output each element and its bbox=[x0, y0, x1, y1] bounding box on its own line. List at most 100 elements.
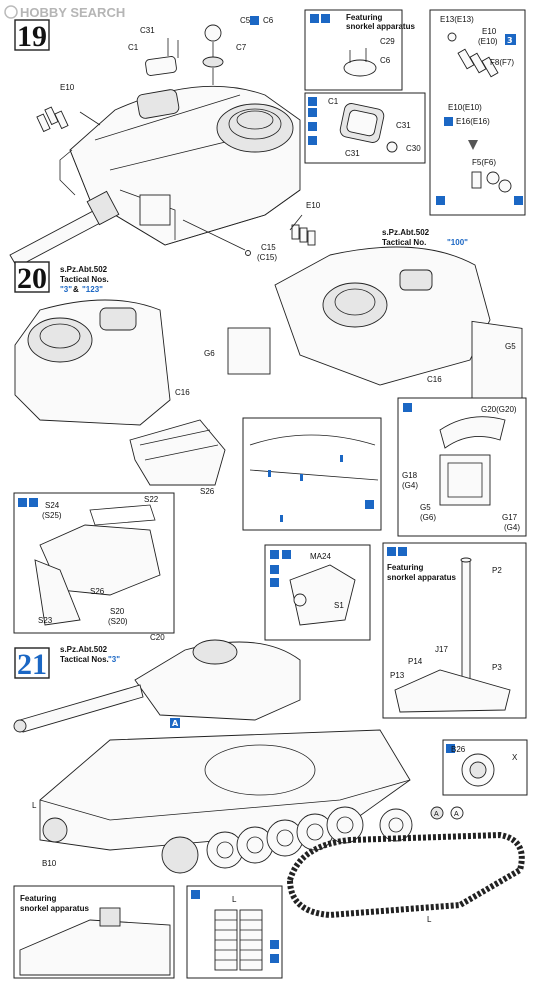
track-drawing bbox=[286, 831, 525, 919]
road-wheels-drawing bbox=[42, 806, 413, 874]
step-20-unit: s.Pz.Abt.502 bbox=[60, 265, 108, 274]
step-20-number: 20 bbox=[17, 262, 47, 295]
label-c6-snorkel: C6 bbox=[380, 56, 391, 65]
label-x: X bbox=[512, 753, 518, 762]
label-c31-inset-a: C31 bbox=[396, 121, 411, 130]
label-s26-20: S26 bbox=[200, 487, 215, 496]
svg-text:3: 3 bbox=[507, 36, 513, 45]
tac100-number: "100" bbox=[447, 238, 468, 247]
step-21-number: 21 bbox=[17, 648, 47, 681]
rear-smoke-launcher-drawing bbox=[291, 224, 316, 246]
label-c1-inset: C1 bbox=[328, 97, 339, 106]
turret-side-inset bbox=[242, 417, 382, 531]
mantlet-drawing bbox=[129, 419, 226, 486]
label-g4-a: (G4) bbox=[402, 481, 418, 490]
label-s26-box: S26 bbox=[90, 587, 105, 596]
stowage-box: G20(G20) G18 (G4) G5 (G6) G17 (G4) bbox=[397, 397, 527, 537]
step-21: 21 s.Pz.Abt.502 Tactical Nos. "3" C20 A bbox=[13, 633, 525, 924]
snorkel-tube-title-line2: snorkel apparatus bbox=[387, 573, 456, 582]
label-p13: P13 bbox=[390, 671, 405, 680]
label-e13: E13(E13) bbox=[440, 15, 474, 24]
label-l-left: L bbox=[32, 801, 37, 810]
label-e10-right: E10 bbox=[306, 201, 321, 210]
label-c30-inset: C30 bbox=[406, 144, 421, 153]
snorkel-detail-box: Featuring snorkel apparatus C29 C6 bbox=[304, 9, 415, 91]
label-c29: C29 bbox=[380, 37, 395, 46]
step-20-tactical-a: "3" bbox=[60, 285, 72, 294]
label-e16: E16(E16) bbox=[456, 117, 490, 126]
label-f8: F8(F7) bbox=[490, 58, 514, 67]
mantlet-box: S24 (S25) S22 S26 S23 S20 (S20) bbox=[13, 492, 175, 634]
label-c15: C15 bbox=[261, 243, 276, 252]
label-s20-alt: (S20) bbox=[108, 617, 128, 626]
label-p2: P2 bbox=[492, 566, 502, 575]
track-links-box: L bbox=[186, 885, 283, 979]
smoke-launcher-box: E13(E13) E10 (E10) 3 F8(F7) E10(E10) E16… bbox=[429, 9, 526, 216]
step-19-number: 19 bbox=[17, 20, 47, 53]
step-21-tactical-a: "3" bbox=[108, 655, 120, 664]
bottom-snorkel-title-line2: snorkel apparatus bbox=[20, 904, 89, 913]
hobby-search-watermark: HOBBY SEARCH bbox=[4, 5, 125, 20]
label-c31-inset-b: C31 bbox=[345, 149, 360, 158]
part-c5-drawing bbox=[204, 24, 222, 42]
watermark-logo-icon bbox=[4, 5, 18, 19]
step-3-badge bbox=[505, 34, 516, 45]
gun-barrel-drawing bbox=[9, 209, 103, 268]
loader-hatch-drawing bbox=[136, 89, 180, 119]
step-20: 20 s.Pz.Abt.502 Tactical Nos. "3" & "123… bbox=[14, 261, 226, 496]
label-s1: S1 bbox=[334, 601, 344, 610]
label-s23: S23 bbox=[38, 616, 53, 625]
label-c20: C20 bbox=[150, 633, 165, 642]
snorkel-title-line2: snorkel apparatus bbox=[346, 22, 415, 31]
snorkel-tube-box: Featuring snorkel apparatus P2 J17 P14 P… bbox=[382, 542, 527, 719]
label-c1: C1 bbox=[128, 43, 139, 52]
step-20-tactical: Tactical Nos. bbox=[60, 275, 109, 284]
label-c7: C7 bbox=[236, 43, 247, 52]
svg-text:A: A bbox=[172, 719, 179, 728]
label-s25: (S25) bbox=[42, 511, 62, 520]
label-e10-box: E10 bbox=[482, 27, 497, 36]
label-p3: P3 bbox=[492, 663, 502, 672]
bottom-snorkel-title-line1: Featuring bbox=[20, 894, 57, 903]
label-c16-20: C16 bbox=[175, 388, 190, 397]
snorkel-tube-title-line1: Featuring bbox=[387, 563, 424, 572]
smoke-launcher-drawing bbox=[36, 106, 69, 133]
label-g6-box: (G6) bbox=[420, 513, 436, 522]
label-s20: S20 bbox=[110, 607, 125, 616]
label-l-links: L bbox=[232, 895, 237, 904]
label-p14: P14 bbox=[408, 657, 423, 666]
hatch-inset-box: C1 C31 C31 C30 bbox=[304, 92, 426, 164]
label-c15-alt: (C15) bbox=[257, 253, 277, 262]
label-g17: G17 bbox=[502, 513, 518, 522]
ma24-box: MA24 S1 bbox=[264, 544, 371, 641]
svg-text:A: A bbox=[434, 811, 439, 818]
step-21-badge-icon bbox=[170, 718, 180, 728]
label-j17: J17 bbox=[435, 645, 448, 654]
label-s24: S24 bbox=[45, 501, 60, 510]
label-l-track: L bbox=[427, 915, 432, 924]
svg-text:&: & bbox=[73, 285, 79, 294]
label-s22: S22 bbox=[144, 495, 159, 504]
turret-100-view: s.Pz.Abt.502 Tactical No. "100" G6 C16 G… bbox=[204, 228, 523, 407]
label-e10-e10: E10(E10) bbox=[448, 103, 482, 112]
label-c16-100: C16 bbox=[427, 375, 442, 384]
label-g18: G18 bbox=[402, 471, 418, 480]
label-e10-left: E10 bbox=[60, 83, 75, 92]
label-f5: F5(F6) bbox=[472, 158, 496, 167]
blue-cement-icon bbox=[250, 16, 259, 25]
label-b26: B26 bbox=[451, 745, 466, 754]
tac100-unit: s.Pz.Abt.502 bbox=[382, 228, 430, 237]
snorkel-tube-drawing bbox=[461, 559, 471, 681]
label-g6: G6 bbox=[204, 349, 215, 358]
snorkel-title-line1: Featuring bbox=[346, 13, 383, 22]
svg-text:A: A bbox=[454, 811, 459, 818]
label-c6: C6 bbox=[263, 16, 274, 25]
watermark-text: HOBBY SEARCH bbox=[20, 5, 125, 20]
glue-icon bbox=[310, 14, 319, 23]
bottom-snorkel-box: Featuring snorkel apparatus bbox=[13, 885, 175, 979]
label-g20: G20(G20) bbox=[481, 405, 517, 414]
label-g5-box: G5 bbox=[420, 503, 431, 512]
step-21-unit: s.Pz.Abt.502 bbox=[60, 645, 108, 654]
step-21-tactical: Tactical Nos. bbox=[60, 655, 109, 664]
step-20-tactical-b: "123" bbox=[82, 285, 103, 294]
